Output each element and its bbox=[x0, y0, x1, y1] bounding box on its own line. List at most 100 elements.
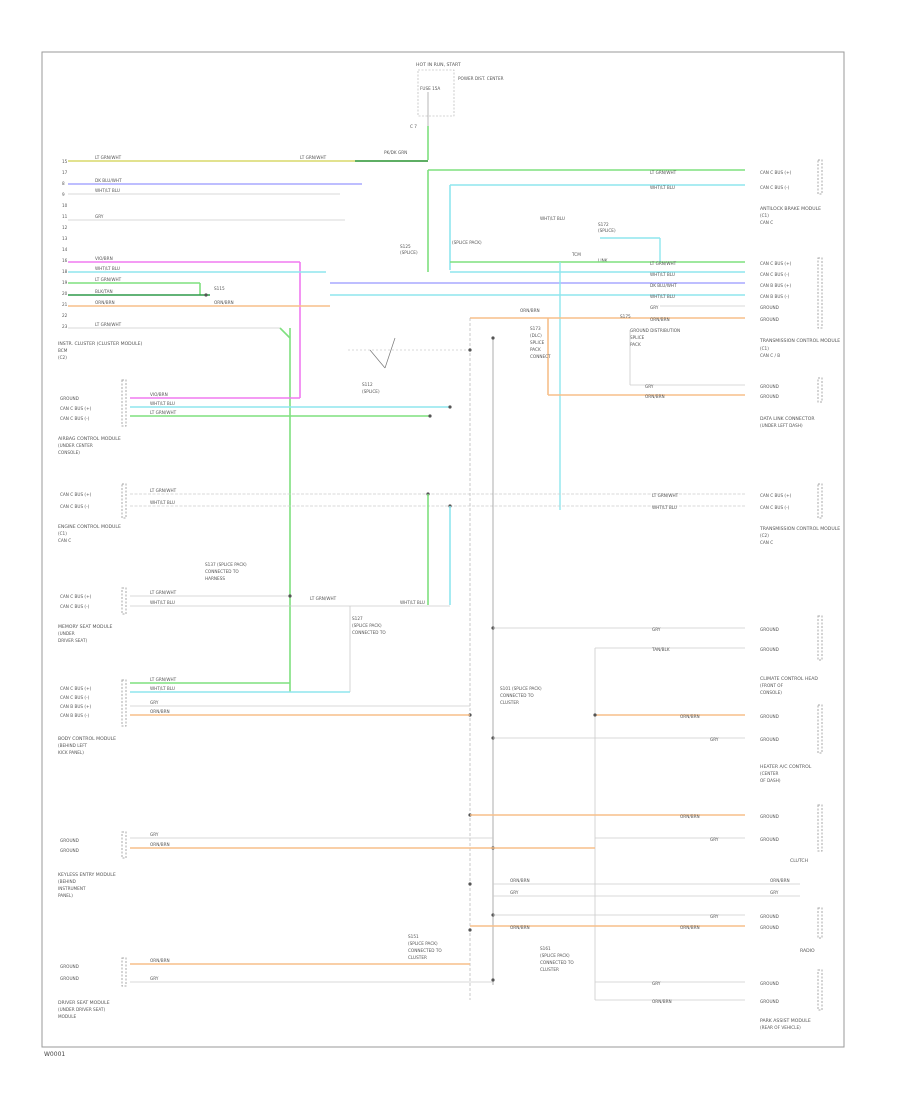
svg-text:ORN/BRN: ORN/BRN bbox=[680, 714, 700, 719]
svg-text:S101 (SPLICE PACK): S101 (SPLICE PACK) bbox=[500, 686, 542, 691]
right-module-top: LT GRN/WHT WHT/LT BLU CAN C BUS (+) CAN … bbox=[427, 159, 823, 272]
svg-text:(UNDER DRIVER SEAT): (UNDER DRIVER SEAT) bbox=[58, 1007, 105, 1012]
svg-text:(C1): (C1) bbox=[58, 531, 67, 536]
svg-text:CAN B BUS (-): CAN B BUS (-) bbox=[760, 294, 790, 299]
svg-text:SPLICE: SPLICE bbox=[630, 335, 645, 340]
svg-text:WHT/LT BLU: WHT/LT BLU bbox=[95, 188, 120, 193]
mid-right-trans: LT GRN/WHT WHT/LT BLU CAN C BUS (+) CAN … bbox=[652, 483, 840, 545]
svg-text:(UNDER CENTER: (UNDER CENTER bbox=[58, 443, 93, 448]
svg-text:OF DASH): OF DASH) bbox=[760, 778, 781, 783]
svg-text:CAN C: CAN C bbox=[760, 220, 773, 225]
svg-text:(BEHIND LEFT: (BEHIND LEFT bbox=[58, 743, 88, 748]
svg-text:23: 23 bbox=[62, 324, 68, 329]
svg-text:LT GRN/WHT: LT GRN/WHT bbox=[652, 493, 679, 498]
svg-text:BLK/TAN: BLK/TAN bbox=[95, 289, 113, 294]
mid-module-engine: CAN C BUS (+) CAN C BUS (-) LT GRN/WHT W… bbox=[58, 483, 745, 543]
svg-text:(REAR OF VEHICLE): (REAR OF VEHICLE) bbox=[760, 1025, 801, 1030]
svg-text:ORN/BRN: ORN/BRN bbox=[214, 300, 234, 305]
svg-text:(SPLICE): (SPLICE) bbox=[400, 250, 418, 255]
svg-text:GROUND: GROUND bbox=[760, 981, 779, 986]
svg-text:CAN C BUS (-): CAN C BUS (-) bbox=[60, 504, 90, 509]
svg-text:CAN B BUS (+): CAN B BUS (+) bbox=[60, 704, 92, 709]
svg-text:GROUND: GROUND bbox=[760, 714, 779, 719]
svg-text:(FRONT OF: (FRONT OF bbox=[760, 683, 784, 688]
svg-text:GROUND: GROUND bbox=[60, 838, 79, 843]
svg-text:DRIVER SEAT): DRIVER SEAT) bbox=[58, 638, 88, 643]
svg-text:CAN C BUS (+): CAN C BUS (+) bbox=[60, 406, 92, 411]
svg-text:PARK ASSIST MODULE: PARK ASSIST MODULE bbox=[760, 1018, 811, 1024]
svg-text:GRY: GRY bbox=[645, 384, 654, 389]
svg-text:12: 12 bbox=[62, 225, 68, 230]
svg-text:13: 13 bbox=[62, 236, 68, 241]
svg-text:DK BLU/WHT: DK BLU/WHT bbox=[650, 283, 677, 288]
svg-text:(DLC): (DLC) bbox=[530, 333, 542, 338]
svg-text:ORN/BRN: ORN/BRN bbox=[95, 300, 115, 305]
svg-text:CLUSTER: CLUSTER bbox=[500, 700, 519, 705]
right-module-radio: ORN/BRN GRY ORN/BRN GRY ORN/BRN ORN/BRN … bbox=[470, 878, 823, 954]
svg-text:CAN C BUS (+): CAN C BUS (+) bbox=[60, 686, 92, 691]
svg-text:GROUND: GROUND bbox=[760, 384, 779, 389]
svg-text:SPLICE: SPLICE bbox=[530, 340, 545, 345]
svg-text:CLUSTER: CLUSTER bbox=[540, 967, 559, 972]
svg-text:GROUND: GROUND bbox=[760, 925, 779, 930]
diagram-frame bbox=[41, 51, 845, 1048]
svg-text:GRY: GRY bbox=[652, 981, 661, 986]
svg-text:LT GRN/WHT: LT GRN/WHT bbox=[95, 155, 122, 160]
pdc-label: POWER DIST. CENTER bbox=[458, 76, 504, 81]
svg-text:S175: S175 bbox=[620, 314, 631, 319]
svg-text:CLUTCH: CLUTCH bbox=[790, 858, 808, 864]
svg-text:(C1): (C1) bbox=[760, 213, 769, 218]
svg-text:LT GRN/WHT: LT GRN/WHT bbox=[650, 170, 677, 175]
svg-text:GROUND: GROUND bbox=[60, 396, 79, 401]
svg-text:MEMORY SEAT MODULE: MEMORY SEAT MODULE bbox=[58, 624, 113, 630]
svg-text:GROUND: GROUND bbox=[760, 627, 779, 632]
svg-text:GRY: GRY bbox=[650, 305, 659, 310]
svg-text:CLUSTER: CLUSTER bbox=[408, 955, 427, 960]
svg-text:ENGINE CONTROL MODULE: ENGINE CONTROL MODULE bbox=[58, 524, 121, 530]
svg-text:CAN B BUS (-): CAN B BUS (-) bbox=[60, 713, 90, 718]
svg-text:CONNECTED TO: CONNECTED TO bbox=[205, 569, 239, 574]
svg-text:(SPLICE PACK): (SPLICE PACK) bbox=[452, 240, 482, 245]
svg-text:ORN/BRN: ORN/BRN bbox=[510, 878, 530, 883]
svg-text:CAN C BUS (-): CAN C BUS (-) bbox=[60, 416, 90, 421]
svg-text:GROUND: GROUND bbox=[60, 976, 79, 981]
svg-text:S125: S125 bbox=[400, 244, 411, 249]
svg-text:WHT/LT BLU: WHT/LT BLU bbox=[650, 272, 675, 277]
svg-text:GROUND DISTRIBUTION: GROUND DISTRIBUTION bbox=[630, 328, 680, 333]
svg-text:CONNECTED TO: CONNECTED TO bbox=[540, 960, 574, 965]
svg-text:21: 21 bbox=[62, 302, 68, 307]
right-module-park: GRY ORN/BRN GROUND GROUND PARK ASSIST MO… bbox=[595, 969, 823, 1030]
svg-text:18: 18 bbox=[62, 269, 68, 274]
svg-text:LT GRN/WHT: LT GRN/WHT bbox=[150, 410, 177, 415]
svg-text:22: 22 bbox=[62, 313, 68, 318]
fuse-box-label: FUSE 15A bbox=[420, 86, 440, 91]
abs-label: ANTILOCK BRAKE MODULE bbox=[760, 206, 821, 212]
svg-text:CAN C BUS (+): CAN C BUS (+) bbox=[760, 493, 792, 498]
svg-text:ORN/BRN: ORN/BRN bbox=[150, 842, 170, 847]
svg-text:CAN C: CAN C bbox=[760, 540, 773, 545]
svg-text:LT GRN/WHT: LT GRN/WHT bbox=[95, 277, 122, 282]
fuse-hot-label: HOT IN RUN, START bbox=[416, 62, 461, 68]
svg-text:S151: S151 bbox=[408, 934, 419, 939]
svg-text:DATA LINK CONNECTOR: DATA LINK CONNECTOR bbox=[760, 416, 815, 422]
svg-text:WHT/LT BLU: WHT/LT BLU bbox=[650, 294, 675, 299]
svg-text:(SPLICE PACK): (SPLICE PACK) bbox=[408, 941, 438, 946]
svg-text:GROUND: GROUND bbox=[760, 914, 779, 919]
svg-text:WHT/LT BLU: WHT/LT BLU bbox=[540, 216, 565, 221]
svg-text:(C1): (C1) bbox=[760, 346, 769, 351]
svg-text:CAN C: CAN C bbox=[58, 538, 71, 543]
svg-text:TAN/BLK: TAN/BLK bbox=[651, 647, 670, 652]
fuse-box bbox=[417, 69, 455, 117]
svg-text:TRANSMISSION CONTROL MODULE: TRANSMISSION CONTROL MODULE bbox=[759, 338, 840, 344]
svg-text:S172: S172 bbox=[598, 222, 609, 227]
svg-text:14: 14 bbox=[62, 247, 68, 252]
svg-text:AIRBAG CONTROL MODULE: AIRBAG CONTROL MODULE bbox=[58, 436, 121, 442]
svg-text:S161: S161 bbox=[540, 946, 551, 951]
svg-text:WHT/LT BLU: WHT/LT BLU bbox=[650, 185, 675, 190]
top-fuse-group: HOT IN RUN, START FUSE 15A POWER DIST. C… bbox=[384, 62, 504, 160]
svg-text:ORN/BRN: ORN/BRN bbox=[645, 394, 665, 399]
svg-text:(BEHIND: (BEHIND bbox=[58, 879, 76, 884]
svg-text:RADIO: RADIO bbox=[800, 948, 815, 954]
svg-text:8: 8 bbox=[62, 181, 65, 186]
